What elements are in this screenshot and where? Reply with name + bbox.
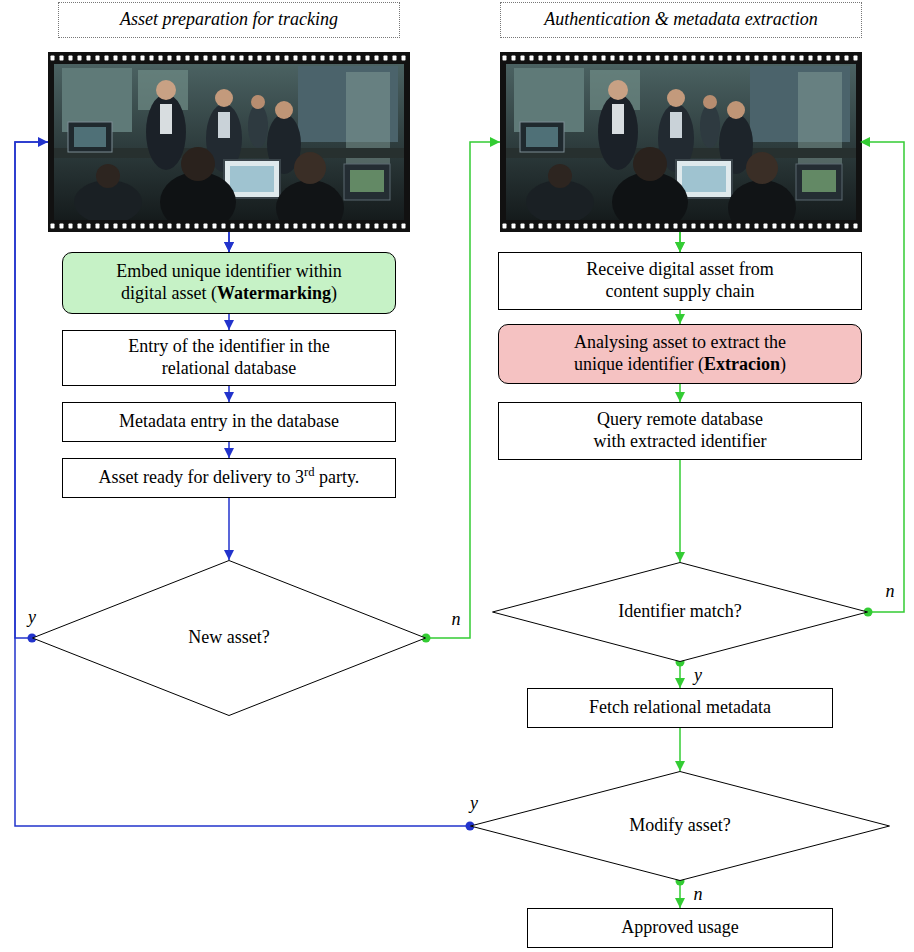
flow-connector: [679, 384, 681, 402]
flow-connector: [228, 386, 230, 402]
edge-label: y: [468, 794, 480, 814]
process-box: Analysing asset to extract the unique id…: [498, 324, 862, 384]
decision-diamond: New asset?: [32, 560, 426, 716]
node-text: Receive digital asset from content suppl…: [560, 259, 800, 302]
section-heading: Authentication & metadata extraction: [500, 2, 862, 38]
heading-text: Authentication & metadata extraction: [544, 9, 817, 31]
film-strip: [500, 52, 862, 236]
node-text: Asset ready for delivery to 3rd party.: [99, 467, 360, 489]
node-text: Entry of the identifier in the relationa…: [122, 336, 337, 379]
edge-label: n: [884, 582, 897, 602]
node-text: Query remote database with extracted ide…: [580, 409, 780, 452]
diamond-shape: [471, 772, 890, 881]
process-box: Approved usage: [527, 908, 833, 948]
arrowhead: [38, 137, 48, 147]
node-text: Embed unique identifier within digital a…: [98, 261, 360, 304]
node-text: Fetch relational metadata: [589, 697, 771, 719]
diamond-shape: [493, 563, 868, 662]
process-box: Receive digital asset from content suppl…: [498, 252, 862, 310]
process-box: Fetch relational metadata: [527, 688, 833, 728]
node-text: Analysing asset to extract the unique id…: [549, 332, 811, 375]
flow-connector: [679, 728, 681, 771]
arrowhead: [490, 137, 500, 147]
decision-diamond: Modify asset?: [470, 771, 890, 881]
process-box: Metadata entry in the database: [62, 402, 396, 442]
flow-connector: [15, 142, 470, 826]
flow-connector: [15, 142, 229, 638]
flow-connector: [228, 442, 230, 458]
edge-label: n: [692, 885, 705, 905]
section-heading: Asset preparation for tracking: [58, 2, 400, 38]
process-box: Entry of the identifier in the relationa…: [62, 330, 396, 386]
process-box: Asset ready for delivery to 3rd party.: [62, 458, 396, 498]
process-box: Query remote database with extracted ide…: [498, 402, 862, 460]
film-strip: [48, 52, 410, 236]
flow-connector: [426, 142, 680, 638]
node-text: Modify asset?: [629, 815, 730, 837]
heading-text: Asset preparation for tracking: [120, 9, 338, 31]
arrowhead: [860, 137, 870, 147]
node-text: Identifier match?: [618, 601, 741, 623]
decision-diamond: Identifier match?: [492, 562, 868, 662]
flow-connector: [679, 460, 681, 562]
process-box: Embed unique identifier within digital a…: [62, 252, 396, 314]
flow-connector: [679, 310, 681, 324]
diamond-shape: [33, 561, 426, 716]
edge-label: y: [692, 666, 704, 686]
node-text: Metadata entry in the database: [119, 411, 339, 433]
edge-label: n: [450, 610, 463, 630]
flow-connector: [228, 498, 230, 560]
node-text: New asset?: [188, 627, 269, 649]
node-text: Approved usage: [621, 917, 738, 939]
flow-connector: [228, 314, 230, 330]
edge-label: y: [26, 608, 38, 628]
